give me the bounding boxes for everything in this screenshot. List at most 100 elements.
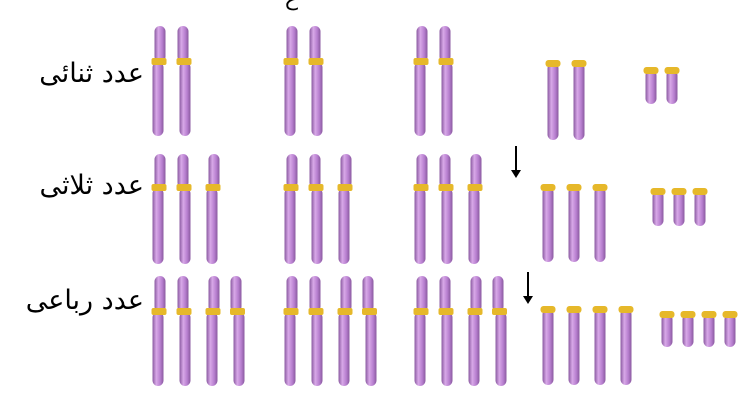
chromosome-row2-3 — [593, 184, 608, 262]
replicated-chromosome-row3-group2-3 — [338, 276, 353, 386]
telomere-cap — [651, 188, 666, 195]
chromosome-lower-arm — [180, 312, 191, 386]
telomere-cap — [593, 306, 608, 313]
telomere-cap — [572, 60, 587, 67]
centromere — [362, 308, 377, 315]
chromosome-body — [574, 63, 585, 140]
chromosome-lower-arm — [469, 188, 480, 264]
replicated-chromosome-row1-group2-1 — [284, 26, 299, 136]
chromosome-body — [695, 191, 706, 226]
telomere-cap — [681, 311, 696, 318]
chromosome-upper-arm — [287, 154, 298, 188]
chromosome-row2-1 — [541, 184, 556, 262]
chromosome-upper-arm — [471, 276, 482, 312]
chromosome-upper-arm — [178, 154, 189, 188]
telomere-cap — [541, 306, 556, 313]
chromosome-upper-arm — [155, 276, 166, 312]
chromosome-upper-arm — [341, 154, 352, 188]
chromosome-body — [543, 187, 554, 262]
chromosome-row1-1 — [546, 60, 561, 140]
chromosome-body — [725, 314, 736, 347]
centromere — [206, 308, 221, 315]
chromosome-lower-arm — [285, 312, 296, 386]
chromosome-body — [674, 191, 685, 226]
telomere-cap — [619, 306, 634, 313]
centromere — [414, 308, 429, 315]
chromosome-lower-arm — [180, 188, 191, 264]
telomere-cap — [723, 311, 738, 318]
centromere — [230, 308, 245, 315]
replicated-chromosome-row3-group3-1 — [414, 276, 429, 386]
chromosome-body — [662, 314, 673, 347]
replicated-chromosome-row3-group3-4 — [492, 276, 507, 386]
replicated-chromosome-row3-group1-2 — [177, 276, 192, 386]
chromosome-upper-arm — [440, 154, 451, 188]
chromosome-upper-arm — [310, 26, 321, 62]
small-chromosome-row2-2 — [672, 188, 687, 226]
chromosome-lower-arm — [366, 312, 377, 386]
replicated-chromosome-row2-group2-1 — [284, 154, 299, 264]
chromosome-upper-arm — [155, 154, 166, 188]
chromosome-upper-arm — [417, 26, 428, 62]
chromosome-body — [667, 70, 678, 104]
chromosome-upper-arm — [440, 26, 451, 62]
chromosome-lower-arm — [207, 188, 218, 264]
telomere-cap — [693, 188, 708, 195]
chromosome-body — [595, 309, 606, 385]
chromosome-row3-2 — [567, 306, 582, 385]
replicated-chromosome-row2-group2-2 — [309, 154, 324, 264]
replicated-chromosome-row3-group2-2 — [309, 276, 324, 386]
centromere — [309, 308, 324, 315]
chromosome-lower-arm — [153, 62, 164, 136]
chromosome-row3-3 — [593, 306, 608, 385]
replicated-chromosome-row2-group3-3 — [468, 154, 483, 264]
chromosome-lower-arm — [234, 312, 245, 386]
replicated-chromosome-row1-group3-1 — [414, 26, 429, 136]
chromosome-lower-arm — [207, 312, 218, 386]
centromere — [284, 58, 299, 65]
telomere-cap — [644, 67, 659, 74]
chromosome-row3-4 — [619, 306, 634, 385]
chromosome-body — [543, 309, 554, 385]
centromere — [439, 58, 454, 65]
centromere — [152, 58, 167, 65]
small-chromosome-row2-3 — [693, 188, 708, 226]
centromere — [414, 184, 429, 191]
replicated-chromosome-row2-group3-2 — [439, 154, 454, 264]
chromosome-body — [621, 309, 632, 385]
chromosome-lower-arm — [312, 312, 323, 386]
chromosome-row2-2 — [567, 184, 582, 262]
centromere — [338, 308, 353, 315]
centromere — [468, 184, 483, 191]
chromosome-upper-arm — [363, 276, 374, 312]
centromere — [468, 308, 483, 315]
chromosome-lower-arm — [153, 312, 164, 386]
chromosome-lower-arm — [442, 188, 453, 264]
centromere — [177, 308, 192, 315]
chromosome-row3-1 — [541, 306, 556, 385]
chromosome-upper-arm — [417, 154, 428, 188]
small-chromosome-row2-1 — [651, 188, 666, 226]
centromere — [439, 308, 454, 315]
chromosome-body — [653, 191, 664, 226]
chromosome-body — [548, 63, 559, 140]
arrow-head — [523, 296, 533, 304]
chromosome-lower-arm — [415, 312, 426, 386]
small-chromosome-row3-1 — [660, 311, 675, 347]
chromosome-lower-arm — [153, 188, 164, 264]
chromosome-lower-arm — [415, 62, 426, 136]
chromosome-upper-arm — [493, 276, 504, 312]
small-chromosome-row3-3 — [702, 311, 717, 347]
chromosome-upper-arm — [287, 26, 298, 62]
chromosome-upper-arm — [310, 154, 321, 188]
chromosome-lower-arm — [285, 188, 296, 264]
replicated-chromosome-row1-group1-1 — [152, 26, 167, 136]
chromosome-body — [683, 314, 694, 347]
replicated-chromosome-row3-group3-3 — [468, 276, 483, 386]
chromosome-lower-arm — [339, 312, 350, 386]
centromere — [284, 308, 299, 315]
centromere — [206, 184, 221, 191]
replicated-chromosome-row2-group1-3 — [206, 154, 221, 264]
